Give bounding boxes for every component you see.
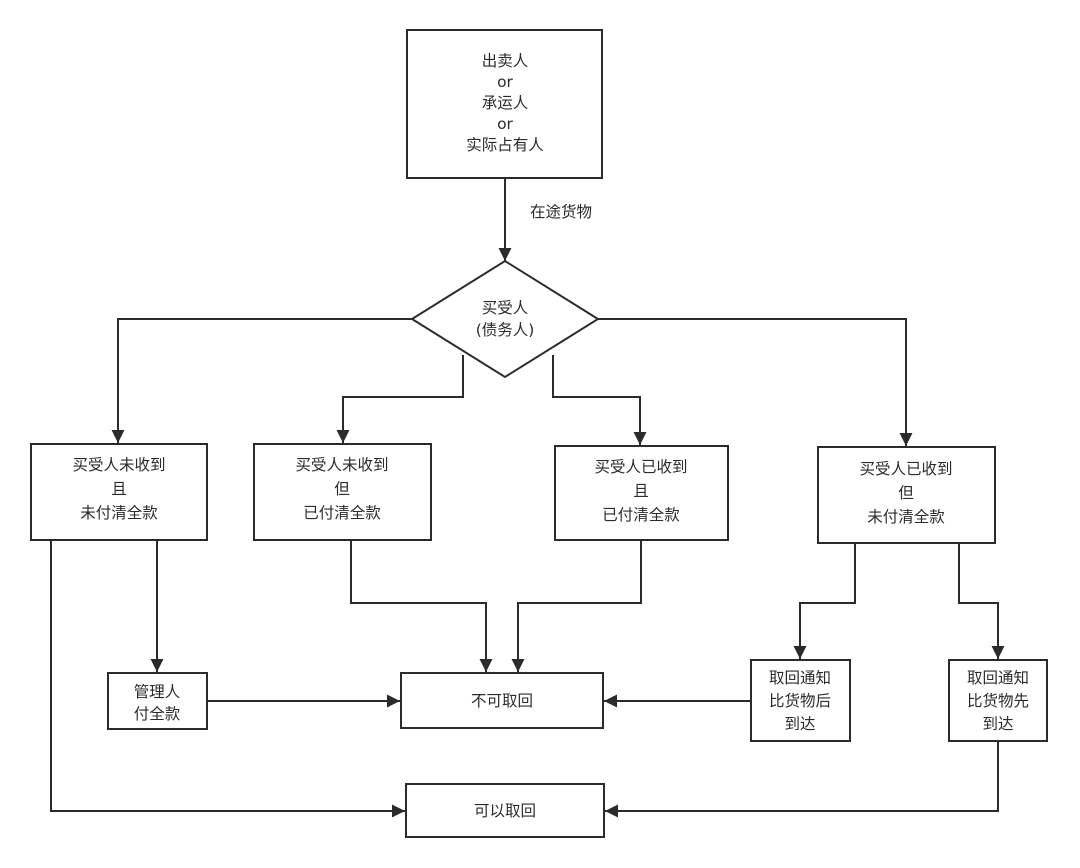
edge-debtor-to-b4 [598,318,913,446]
node-notice-before-line-1: 取回通知 [967,669,1029,687]
node-b4-line-2: 但 [898,484,914,502]
node-top-line-3: 承运人 [482,94,529,112]
edge-b3-to-cannot [511,540,642,672]
node-notice-before-line-3: 到达 [982,715,1013,733]
edge-debtor-to-b2 [336,355,464,443]
edge-label-goods-in-transit: 在途货物 [530,203,592,221]
node-b3: 买受人已收到 且 已付清全款 [554,445,729,541]
node-notice-after-line-3: 到达 [784,715,815,733]
edge-b2-to-cannot [350,540,493,672]
edge-debtor-to-b3 [552,355,647,445]
node-debtor-diamond: 买受人 (债务人) [410,259,600,379]
node-cannot-label: 不可取回 [471,692,533,710]
node-can-retrieve: 可以取回 [405,783,605,838]
node-b1-line-1: 买受人未收到 [72,456,165,474]
node-top-line-4: or [497,115,513,133]
node-admin-line-1: 管理人 [134,683,181,701]
edge-b4-to-notice-before [958,543,1005,659]
node-b1-line-3: 未付清全款 [80,504,158,522]
node-can-label: 可以取回 [474,802,536,820]
node-top: 出卖人 or 承运人 or 实际占有人 [406,29,603,179]
node-b3-line-1: 买受人已收到 [594,458,687,476]
node-b3-line-2: 且 [633,482,649,500]
node-debtor-line-1: 买受人 [482,299,529,317]
node-cannot-retrieve: 不可取回 [400,672,604,729]
node-b1: 买受人未收到 且 未付清全款 [30,443,208,541]
node-b3-line-3: 已付清全款 [602,506,680,524]
node-notice-after-line-1: 取回通知 [769,669,831,687]
node-debtor-line-2: (债务人) [476,321,535,339]
node-notice-after-line-2: 比货物后 [769,692,831,710]
node-admin-pays: 管理人 付全款 [107,672,208,730]
edge-notice-before-to-can [605,741,999,818]
node-notice-after-goods: 取回通知 比货物后 到达 [750,659,851,742]
edge-debtor-to-b1 [111,318,412,443]
node-b2: 买受人未收到 但 已付清全款 [253,443,432,541]
node-notice-before-goods: 取回通知 比货物先 到达 [948,659,1048,742]
edge-b1-to-can [50,540,405,818]
node-top-line-5: 实际占有人 [466,136,544,154]
node-b2-line-1: 买受人未收到 [295,456,388,474]
node-top-line-2: or [497,73,513,91]
node-b4: 买受人已收到 但 未付清全款 [817,446,996,544]
node-b2-line-2: 但 [334,480,350,498]
node-notice-before-line-2: 比货物先 [967,692,1029,710]
edges [50,178,1005,818]
node-b4-line-3: 未付清全款 [867,508,945,526]
node-admin-line-2: 付全款 [134,705,181,723]
node-b4-line-1: 买受人已收到 [859,460,952,478]
edge-b4-to-notice-after [793,543,856,659]
node-top-line-1: 出卖人 [482,52,529,70]
node-b1-line-2: 且 [111,480,127,498]
node-b2-line-3: 已付清全款 [303,504,381,522]
